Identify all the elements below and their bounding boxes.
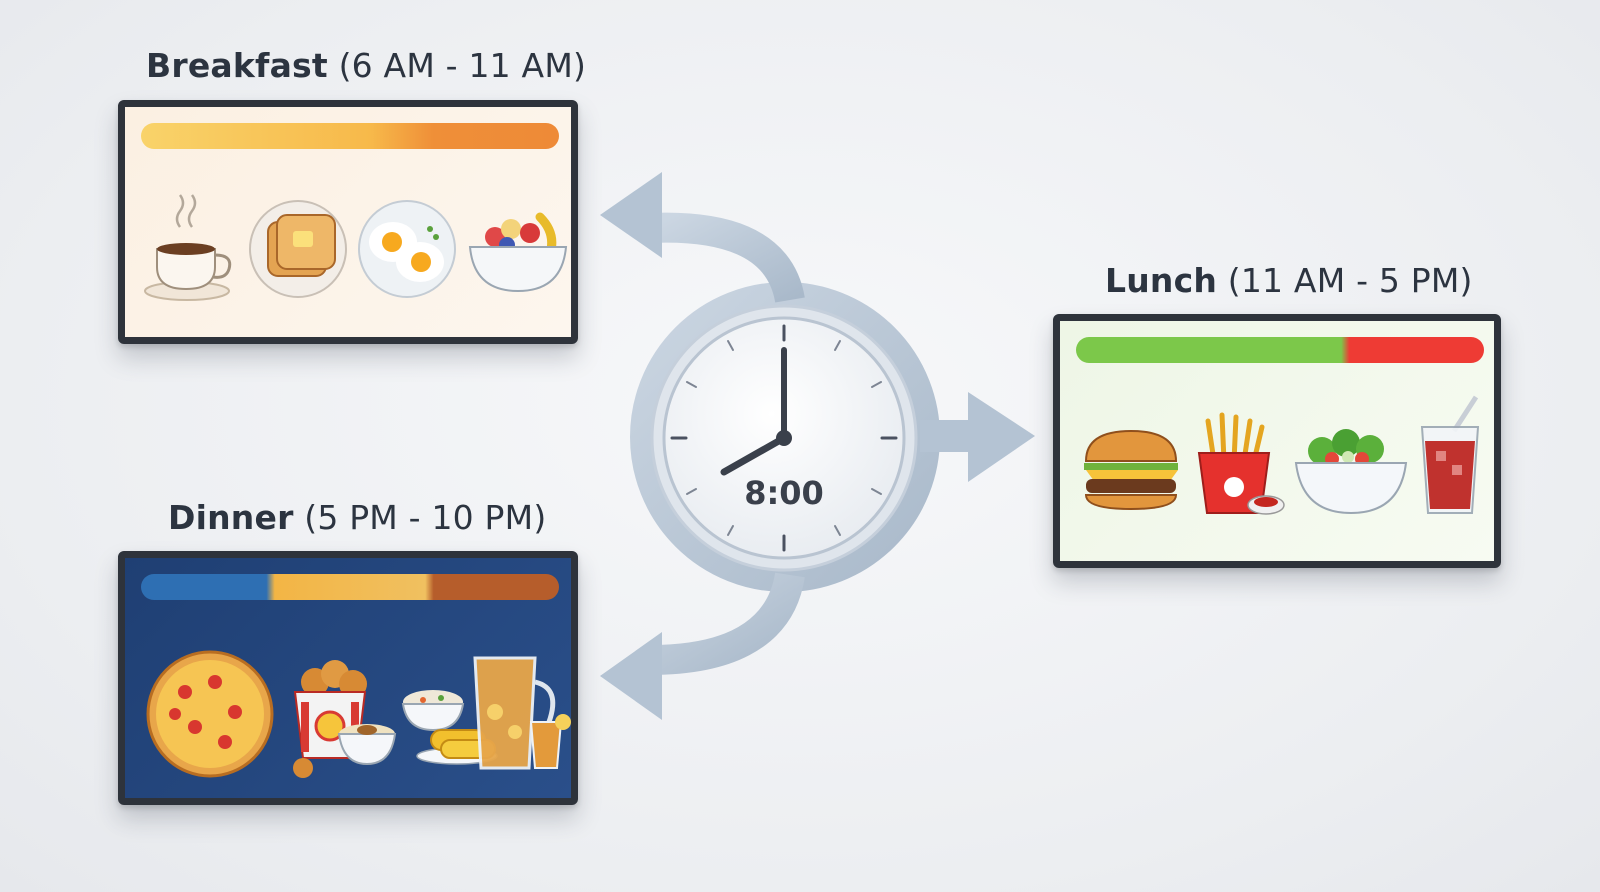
dinner-screen <box>118 551 578 805</box>
lunch-label: Lunch (11 AM - 5 PM) <box>1105 261 1473 300</box>
breakfast-title: Breakfast <box>146 46 328 85</box>
fries-icon <box>1197 412 1285 515</box>
breakfast-progress-bar <box>141 123 559 149</box>
lunch-time-range: (11 AM - 5 PM) <box>1227 261 1473 300</box>
dinner-time-range: (5 PM - 10 PM) <box>304 498 547 537</box>
burger-icon <box>1084 429 1178 511</box>
coffee-cup-icon <box>144 194 232 301</box>
breakfast-screen <box>118 100 578 344</box>
breakfast-label: Breakfast (6 AM - 11 AM) <box>146 46 586 85</box>
pizza-icon <box>146 650 274 778</box>
arrow-to-lunch <box>920 420 975 452</box>
corn-icon <box>416 729 498 765</box>
dinner-progress-bar <box>141 574 559 600</box>
arrow-head-breakfast <box>600 172 662 258</box>
arrow-to-dinner <box>649 572 805 675</box>
dinner-items <box>146 650 571 778</box>
clock-time: 8:00 <box>744 474 824 512</box>
arrow-to-breakfast <box>649 212 805 304</box>
iced-tea-glass-icon <box>529 714 571 769</box>
salad-icon <box>1294 429 1408 515</box>
fruit-bowl-icon <box>468 212 568 293</box>
arrow-head-dinner <box>600 632 662 720</box>
lunch-progress-bar <box>1076 337 1484 363</box>
dinner-label: Dinner (5 PM - 10 PM) <box>168 498 546 537</box>
mashed-potatoes-icon <box>337 724 397 766</box>
toast-icon <box>249 200 347 298</box>
arrow-head-lunch <box>968 392 1035 482</box>
rice-bowl-icon <box>401 690 465 732</box>
lunch-title: Lunch <box>1105 261 1218 300</box>
soda-icon <box>1420 395 1480 514</box>
breakfast-items <box>144 194 568 301</box>
clock-icon <box>650 304 918 572</box>
breakfast-time-range: (6 AM - 11 AM) <box>338 46 587 85</box>
dinner-title: Dinner <box>168 498 294 537</box>
lunch-items <box>1084 395 1480 515</box>
fried-eggs-icon <box>358 200 456 298</box>
lunch-screen <box>1053 314 1501 568</box>
